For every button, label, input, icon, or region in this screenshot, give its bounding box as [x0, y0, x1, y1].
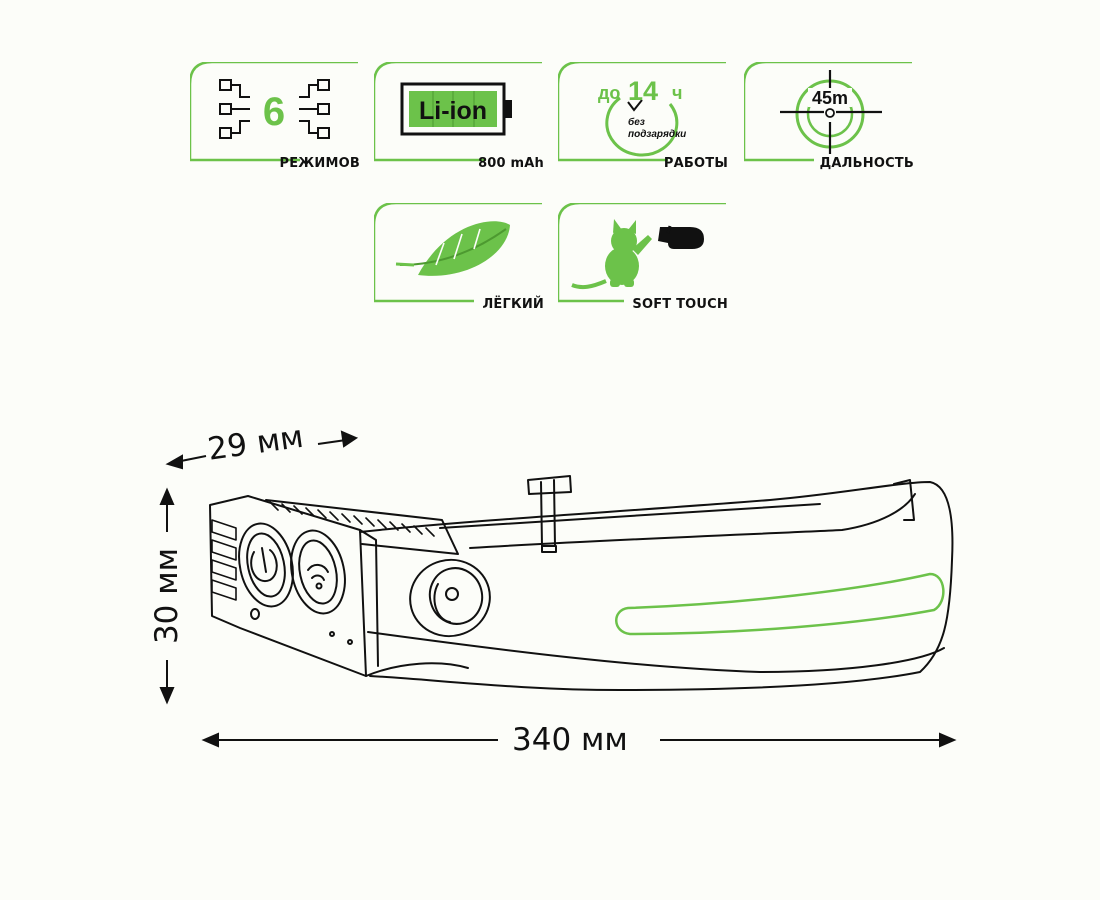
arrow-head-up [159, 487, 175, 505]
feature-caption: ЛЁГКИЙ [482, 297, 544, 312]
feature-card-modes: 6 РЕЖИМОВ [190, 62, 360, 171]
feature-card-range: 45m ДАЛЬНОСТЬ [744, 62, 914, 171]
modes-count: 6 [263, 90, 285, 134]
runtime-hours: 14 [628, 76, 658, 106]
crosshair-icon: 45m [780, 70, 882, 154]
arrow-head-left [201, 732, 219, 748]
feather-icon [395, 221, 510, 276]
feature-caption: РЕЖИМОВ [279, 156, 360, 171]
card-frame [374, 62, 542, 162]
range-distance: 45m [812, 88, 848, 108]
runtime-unit: ч [672, 83, 682, 103]
feature-card-runtime: до 14 ч без подзарядки РАБОТЫ [558, 62, 728, 171]
arrow-head-right [340, 430, 359, 448]
reflective-stripe [615, 572, 945, 636]
card-frame [558, 203, 726, 303]
card-frame [558, 62, 726, 162]
runtime-note: подзарядки [628, 129, 686, 140]
headband-strap [359, 481, 954, 691]
card-frame [190, 62, 358, 162]
card-frame [744, 62, 912, 162]
power-button [238, 522, 294, 608]
feature-card-lightweight: ЛЁГКИЙ [374, 203, 544, 312]
arrow-head-right [939, 732, 957, 748]
length-dimension-label: 340 мм [512, 722, 628, 758]
height-dimension-label: 30 мм [149, 547, 185, 645]
battery-type: Li-ion [419, 97, 487, 125]
arrow-head-down [159, 687, 175, 705]
feature-card-soft-touch: SOFT TOUCH [558, 203, 728, 312]
arrow-head-left [165, 454, 183, 470]
main-lens [409, 558, 491, 638]
cat-paw-icon [571, 219, 704, 290]
clock-icon: до 14 ч без подзарядки [598, 76, 686, 157]
feature-caption: РАБОТЫ [663, 156, 728, 171]
battery-icon: Li-ion [400, 82, 512, 136]
headlamp-body [209, 495, 367, 677]
sensor-button [290, 529, 346, 615]
feature-caption: ДАЛЬНОСТЬ [819, 156, 914, 171]
runtime-note: без [628, 116, 645, 128]
modes-diagram-icon: 6 [219, 79, 330, 139]
feature-caption: SOFT TOUCH [632, 297, 728, 312]
feature-card-battery: Li-ion 800 mAh [374, 62, 544, 171]
runtime-prefix: до [598, 83, 620, 103]
card-frame [374, 203, 542, 303]
feature-caption: 800 mAh [478, 156, 544, 171]
strap-clip [527, 475, 572, 495]
